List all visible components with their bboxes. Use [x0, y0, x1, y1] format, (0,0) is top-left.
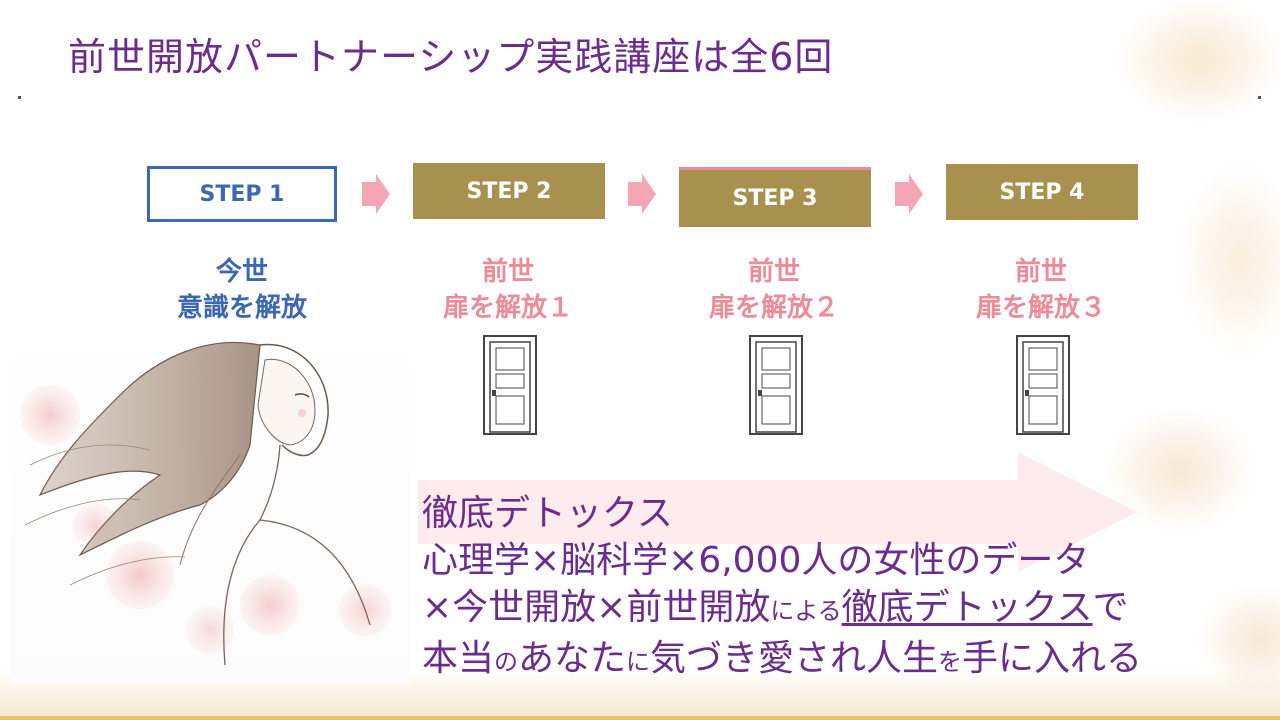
door-icon: [483, 335, 537, 435]
step-2-box: STEP 2: [413, 163, 605, 219]
step-4-label: 前世 扉を解放３: [941, 254, 1141, 326]
corner-tick: [18, 96, 21, 99]
step-1-label: 今世 意識を解放: [142, 254, 342, 326]
copy-line-4-a: 本当: [422, 638, 495, 679]
copy-line-4-s3: を: [938, 648, 963, 676]
step-1-label-line2: 意識を解放: [176, 293, 307, 323]
woman-with-flowers-illustration: [20, 341, 391, 666]
step-4-box: STEP 4: [946, 164, 1138, 220]
copy-line-4-c: 気づき愛され人生: [650, 638, 939, 679]
step-3-label-line1: 前世: [747, 257, 800, 287]
floral-background: [940, 0, 1280, 720]
copy-line-3: ×今世開放×前世開放による徹底デトックスで: [422, 584, 1142, 635]
copy-line-2: 心理学×脳科学×6,000人の女性のデータ: [422, 540, 1090, 581]
step-3-box: STEP 3: [679, 167, 871, 227]
chevron-arrow-right-icon: [628, 174, 656, 214]
chevron-arrow-right-icon: [895, 174, 923, 214]
step-1-label-line1: 今世: [215, 257, 268, 287]
step-1-box: STEP 1: [147, 166, 337, 222]
copy-line-3-a: ×今世開放×前世開放: [422, 587, 771, 628]
step-2-label-line2: 扉を解放１: [442, 293, 573, 323]
step-3-label: 前世 扉を解放２: [674, 254, 874, 326]
copy-line-3-small: による: [770, 597, 842, 625]
copy-line-4-s2: に: [626, 648, 651, 676]
big-arrow-right-icon: [418, 452, 1138, 572]
step-2-label: 前世 扉を解放１: [408, 254, 608, 326]
door-icon: [1016, 335, 1070, 435]
bottom-gold-line: [0, 716, 1280, 720]
detox-copy: 徹底デトックス 心理学×脳科学×6,000人の女性のデータ ×今世開放×前世開放…: [422, 490, 1142, 686]
slide-title: 前世開放パートナーシップ実践講座は全6回: [68, 35, 834, 79]
copy-line-3-end: で: [1092, 587, 1129, 628]
copy-line-4-d: 手に入れる: [962, 638, 1143, 679]
copy-line-4: 本当のあなたに気づき愛され人生を手に入れる: [422, 635, 1142, 686]
step-4-label-line1: 前世: [1014, 257, 1067, 287]
chevron-arrow-right-icon: [362, 174, 390, 214]
step-4-label-line2: 扉を解放３: [975, 293, 1106, 323]
corner-tick: [1258, 96, 1261, 99]
copy-headline: 徹底デトックス: [422, 493, 673, 534]
copy-line-4-b: あなた: [518, 638, 627, 679]
copy-line-4-s1: の: [494, 648, 519, 676]
step-2-label-line1: 前世: [481, 257, 534, 287]
copy-line-3-underlined: 徹底デトックス: [841, 587, 1093, 628]
door-icon: [749, 335, 803, 435]
step-3-label-line2: 扉を解放２: [708, 293, 839, 323]
